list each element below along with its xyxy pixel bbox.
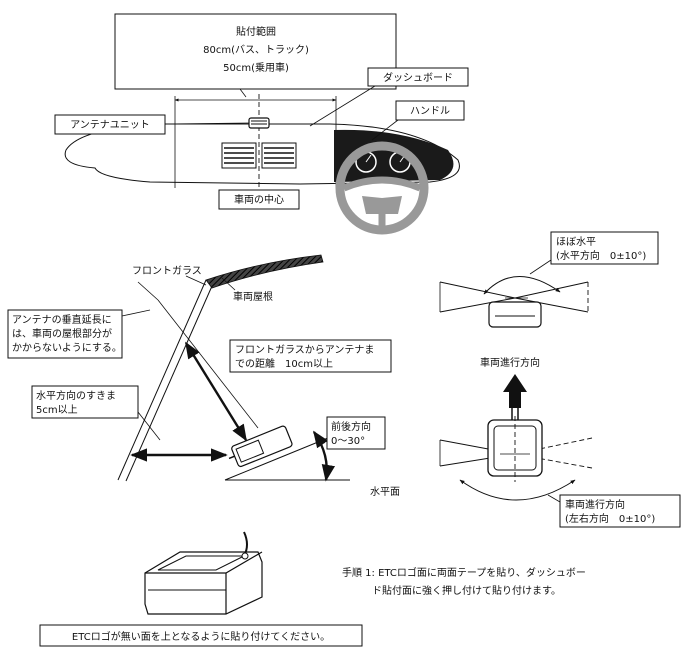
label-antenna-unit: アンテナユニット: [70, 119, 150, 131]
label-lr-direction: (左右方向 0±10°): [565, 512, 655, 525]
step-1-line-1: 手順 1: ETCロゴ面に両面テープを貼り、ダッシュボー: [342, 566, 586, 579]
label-tilt-2: 0～30°: [331, 436, 365, 447]
dashboard-view: 貼付範囲 80cm(バス、トラック) 50cm(乗用車) ◀ ▶: [54, 13, 469, 235]
label-glass-distance-1: フロントガラスからアンテナま: [235, 344, 374, 356]
label-horizontal-plane: 水平面: [370, 486, 400, 498]
label-dashboard: ダッシュボード: [383, 71, 453, 84]
label-roof: 車両屋根: [233, 290, 273, 303]
label-travel-direction: 車両進行方向: [480, 356, 540, 369]
label-glass-distance-2: での距離 10cm以上: [235, 357, 333, 370]
label-vertical-ext-3: かからないようにする。: [12, 342, 122, 354]
antenna-product-sketch: [144, 531, 263, 615]
air-vents: [221, 142, 297, 169]
label-handle: ハンドル: [410, 106, 450, 117]
antenna-unit-side: [228, 425, 293, 468]
antenna-unit-icon: [248, 117, 270, 129]
range-car: 50cm(乗用車): [223, 61, 289, 74]
step-1-line-2: ド貼付面に強く押し付けて貼り付けます。: [372, 584, 561, 597]
label-nearly-level-2: (水平方向 0±10°): [556, 249, 646, 262]
label-horizontal-gap-2: 5cm以上: [36, 404, 78, 416]
notice-text: ETCロゴが無い面を上となるように貼り付けてください。: [72, 630, 330, 643]
label-front-glass: フロントガラス: [132, 265, 202, 277]
vehicle-roof: [205, 254, 324, 289]
label-tilt-1: 前後方向: [331, 420, 371, 433]
label-horizontal-gap-1: 水平方向のすきま: [36, 389, 116, 402]
steering-wheel-icon: [335, 141, 429, 235]
travel-direction: 車両進行方向: [480, 356, 540, 408]
top-view: 車両進行方向 (左右方向 0±10°): [439, 408, 681, 528]
range-title: 貼付範囲: [236, 25, 276, 38]
front-view: ほぼ水平 (水平方向 0±10°): [439, 231, 659, 328]
label-vehicle-center: 車両の中心: [234, 193, 284, 206]
range-box: [114, 13, 397, 90]
side-view: フロントガラス 車両屋根 アンテナの垂直延長に は、車両の屋根部分が かからない…: [7, 254, 400, 498]
label-nearly-level-1: ほぼ水平: [556, 236, 596, 248]
antenna-unit-front: [488, 301, 542, 328]
label-travel-direction-2: 車両進行方向: [565, 498, 625, 511]
arrow-up-icon: [503, 374, 527, 408]
label-vertical-ext-1: アンテナの垂直延長に: [12, 313, 112, 326]
label-vertical-ext-2: は、車両の屋根部分が: [12, 327, 112, 340]
range-bus: 80cm(バス、トラック): [203, 44, 309, 56]
